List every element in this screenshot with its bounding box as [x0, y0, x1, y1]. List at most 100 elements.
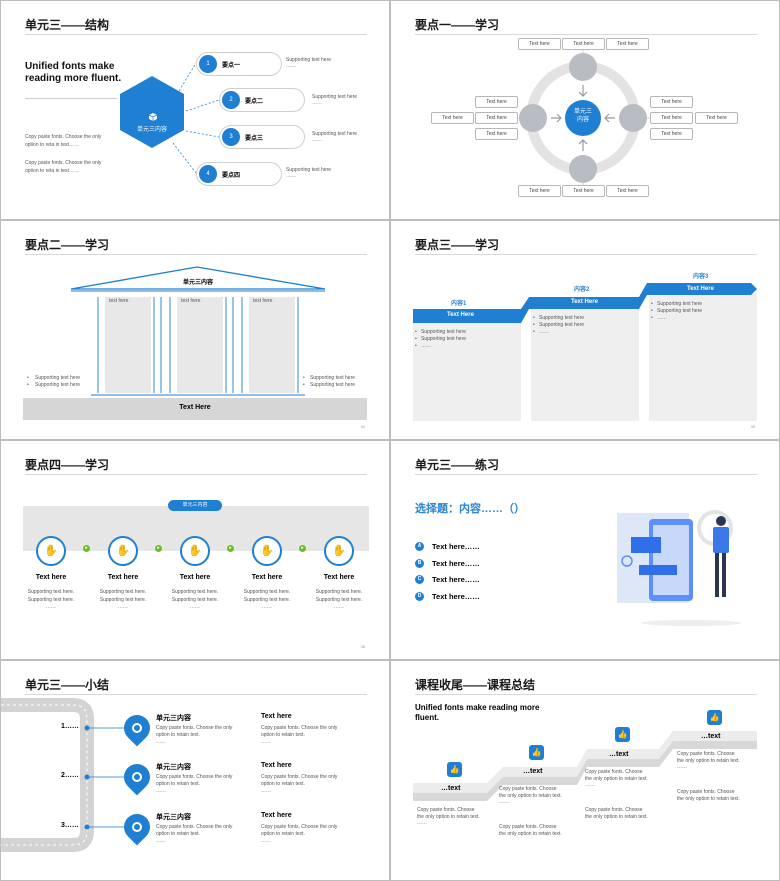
support-dots: ……	[312, 100, 322, 106]
title-divider	[25, 34, 367, 35]
step-label: …text	[523, 768, 543, 775]
option-text[interactable]: Text here……	[432, 542, 480, 551]
arrow-icon: ▸	[83, 545, 90, 552]
support-dots: ……	[118, 604, 128, 610]
hand-icon: ✋	[36, 536, 66, 566]
row-right-dots: ……	[261, 739, 271, 745]
row-head: 单元三内容	[156, 764, 191, 771]
slide-point-one[interactable]: 要点一——学习 单元三 内容 Text here Text here Text …	[391, 1, 779, 219]
title-divider	[415, 694, 757, 695]
slide-title: 课程收尾——课程总结	[415, 678, 536, 692]
step-copy-2: Copy paste fonts. Choose the only option…	[499, 824, 562, 837]
bullet-text: Supporting text here	[421, 329, 467, 335]
bullet-text: ……	[421, 343, 431, 349]
title-divider	[415, 254, 757, 255]
step-dots: ……	[677, 764, 687, 770]
column-text: text here	[181, 298, 201, 304]
text-box: Text here	[606, 185, 649, 197]
support-dots: ……	[190, 604, 200, 610]
slide-title: 要点四——学习	[25, 458, 110, 472]
option-letter[interactable]: C	[415, 575, 424, 584]
slide-point-three[interactable]: 要点三——学习 内容1 内容2 内容3 Text Here Text Here …	[391, 221, 779, 439]
option-letter[interactable]: D	[415, 591, 424, 601]
title-divider	[25, 694, 367, 695]
support-text: Supporting text here.	[27, 589, 75, 595]
text-box: Text here	[475, 112, 518, 124]
point-item[interactable]: 2 要点二	[219, 88, 305, 112]
number-badge: 3	[222, 128, 240, 146]
number-badge: 4	[199, 165, 217, 183]
option-text[interactable]: Text here……	[432, 575, 480, 584]
row-right-head: Text here	[261, 713, 292, 720]
option-letter[interactable]: B	[415, 558, 424, 568]
step-bar-label: Text Here	[447, 312, 474, 318]
support-text: Supporting text here.	[315, 589, 363, 595]
slide-title: 要点二——学习	[25, 238, 110, 252]
row-number: 1……	[61, 723, 79, 730]
slide-title: 单元三——结构	[25, 18, 110, 32]
support-dots: ……	[262, 604, 272, 610]
point-item[interactable]: 3 要点三	[219, 125, 305, 149]
text-box: Text here	[562, 185, 605, 197]
support-text: Supporting text here	[312, 94, 358, 100]
center-label: 单元三 内容	[573, 109, 592, 123]
row-dots: ……	[156, 739, 166, 745]
point-item[interactable]: 4 要点四	[196, 162, 282, 186]
column-text: text here	[253, 298, 273, 304]
slide-structure[interactable]: 单元三——结构 Unified fonts make reading more …	[1, 1, 389, 219]
row-dots: ……	[156, 788, 166, 794]
option-text[interactable]: Text here……	[432, 591, 480, 601]
number-badge: 1	[199, 55, 217, 73]
text-box: Text here	[431, 112, 474, 124]
row-right-dots: ……	[261, 788, 271, 794]
column-text: text here	[109, 298, 129, 304]
page-number: 36	[360, 644, 365, 649]
row-right-copy: Copy paste fonts. Choose the only option…	[261, 725, 338, 738]
hand-icon: ✋	[108, 536, 138, 566]
bullet-text: Supporting text here	[35, 375, 81, 381]
slide-course-summary[interactable]: 课程收尾——课程总结 Unified fonts make reading mo…	[391, 661, 779, 880]
point-label: 要点二	[245, 99, 264, 105]
copy-text: Copy paste fonts. Choose the only option…	[25, 160, 102, 174]
row-number: 3……	[61, 822, 79, 829]
step-dots: ……	[585, 782, 595, 788]
question: 选择题：内容……（）	[415, 503, 525, 515]
support-text: Supporting text here	[312, 131, 358, 137]
thumb-icon: 👍	[447, 762, 462, 777]
thumb-icon: 👍	[615, 727, 630, 742]
row-copy: Copy paste fonts. Choose the only option…	[156, 824, 233, 837]
illustration	[617, 510, 741, 626]
slide-point-two[interactable]: 要点二——学习 单元三内容 text here text here text h…	[1, 221, 389, 439]
support-text: Supporting text here.	[27, 597, 75, 603]
headline: Unified fonts make reading more fluent.	[25, 61, 122, 84]
arrow-icon: ▸	[227, 545, 234, 552]
support-text: Supporting text here.	[99, 597, 147, 603]
step-copy: Copy paste fonts. Choose the only option…	[677, 751, 740, 764]
track-shape	[1, 698, 125, 852]
point-item[interactable]: 1 要点一	[196, 52, 282, 76]
support-text: Supporting text here.	[243, 597, 291, 603]
step-copy: Copy paste fonts. Choose the only option…	[417, 807, 480, 820]
step-head: 内容1	[451, 301, 467, 307]
row-right-copy: Copy paste fonts. Choose the only option…	[261, 824, 338, 837]
target-ring	[132, 822, 142, 832]
base-label: Text Here	[179, 404, 211, 411]
step-dots: ……	[499, 799, 509, 805]
bullet-text: Supporting text here	[539, 315, 585, 321]
text-box: Text here	[650, 112, 693, 124]
bullet-dot: •	[27, 375, 29, 381]
step-copy-2: Copy paste fonts. Choose the only option…	[677, 789, 740, 802]
title-divider	[25, 474, 367, 475]
bullet-text: ……	[539, 329, 549, 335]
target-ring	[132, 772, 142, 782]
option-text[interactable]: Text here……	[432, 558, 480, 568]
slide-title: 要点一——学习	[415, 18, 500, 32]
option-letter[interactable]: A	[415, 542, 424, 551]
item-label: Text here	[179, 574, 211, 581]
point-label: 要点四	[222, 173, 241, 179]
row-copy: Copy paste fonts. Choose the only option…	[156, 774, 233, 787]
bullet-text: Supporting text here	[310, 375, 356, 381]
